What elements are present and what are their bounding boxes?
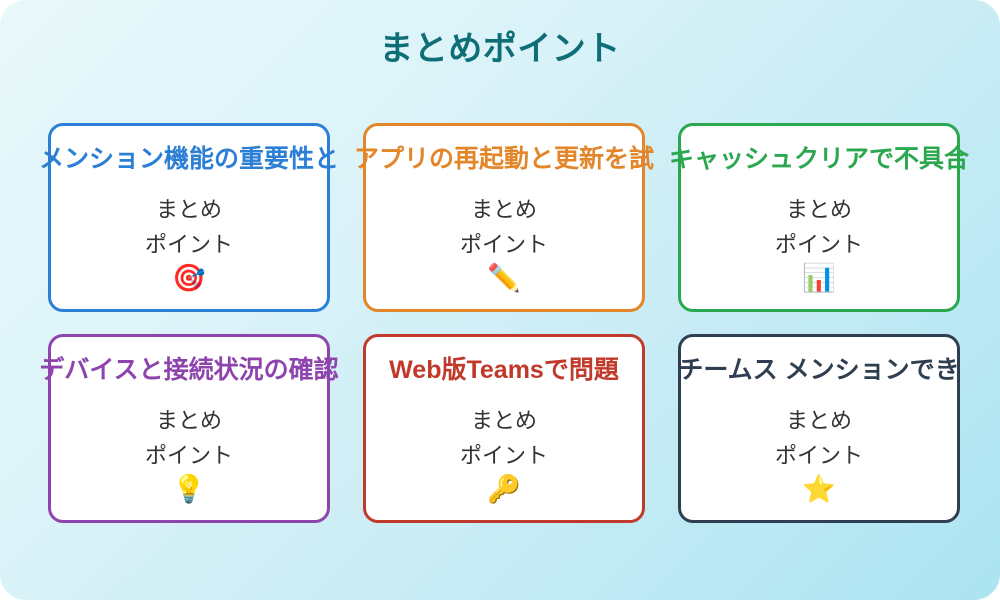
summary-card[interactable]: メンション機能の重要性と まとめ ポイント 🎯 — [39, 123, 339, 312]
summary-card-body: まとめ ポイント — [459, 197, 548, 257]
page-title: まとめポイント — [379, 30, 621, 68]
summary-card-body: まとめ ポイント — [774, 408, 863, 468]
summary-card-grid: メンション機能の重要性と まとめ ポイント 🎯 アプリの再起動と更新を試 まとめ… — [39, 123, 969, 523]
bar-chart-icon: 📊 — [802, 263, 836, 293]
summary-card-body: まとめ ポイント — [774, 197, 863, 257]
summary-card-title: アプリの再起動と更新を試 — [353, 145, 654, 173]
pencil-icon: ✏️ — [487, 263, 521, 293]
summary-card-title: キャッシュクリアで不具合 — [668, 145, 969, 173]
summary-card-title: Web版Teamsで問題 — [389, 356, 619, 384]
summary-card-body: まとめ ポイント — [144, 197, 233, 257]
summary-card[interactable]: デバイスと接続状況の確認 まとめ ポイント 💡 — [39, 334, 339, 523]
summary-card[interactable]: チームス メンションでき まとめ ポイント ⭐ — [678, 334, 960, 523]
summary-card[interactable]: アプリの再起動と更新を試 まとめ ポイント ✏️ — [354, 123, 654, 312]
summary-card-body: まとめ ポイント — [459, 408, 548, 468]
dart-target-icon: 🎯 — [172, 263, 206, 293]
summary-card[interactable]: Web版Teamsで問題 まとめ ポイント 🔑 — [363, 334, 645, 523]
lightbulb-icon: 💡 — [172, 474, 206, 504]
summary-card-title: メンション機能の重要性と — [38, 145, 339, 173]
summary-card-title: チームス メンションでき — [678, 356, 960, 384]
key-icon: 🔑 — [487, 474, 521, 504]
star-icon: ⭐ — [802, 474, 836, 504]
summary-card[interactable]: キャッシュクリアで不具合 まとめ ポイント 📊 — [669, 123, 969, 312]
summary-card-title: デバイスと接続状況の確認 — [39, 356, 339, 384]
summary-card-body: まとめ ポイント — [144, 408, 233, 468]
